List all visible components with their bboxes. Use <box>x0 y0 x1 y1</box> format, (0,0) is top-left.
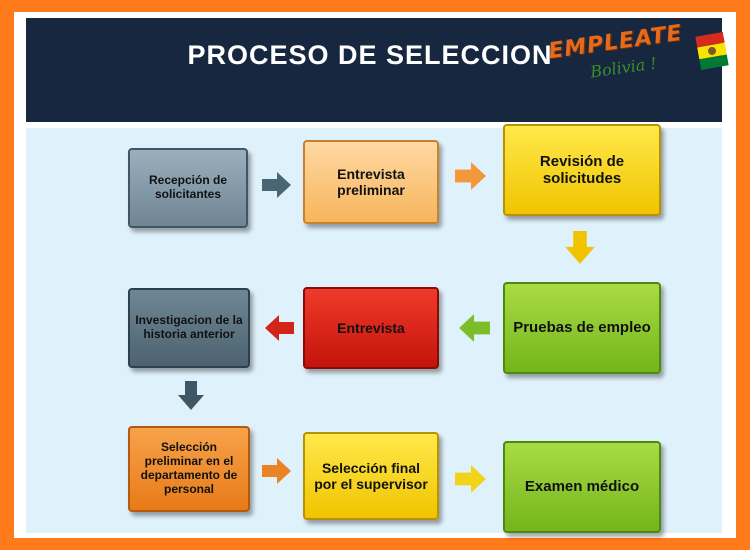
slide-title: PROCESO DE SELECCION <box>187 40 553 70</box>
arrow-right-icon <box>262 172 291 198</box>
step-investigacion: Investigacion de la historia anterior <box>128 288 250 368</box>
step-entrevista: Entrevista <box>303 287 439 369</box>
arrow-left-icon <box>265 315 294 341</box>
arrow-left-icon <box>459 314 490 342</box>
arrow-right-icon <box>455 465 486 493</box>
step-examen-medico: Examen médico <box>503 441 661 533</box>
step-seleccion-final: Selección final por el supervisor <box>303 432 439 520</box>
slide-header <box>26 18 722 122</box>
logo-subtext: Bolivia ! <box>589 53 658 82</box>
arrow-down-icon <box>565 231 595 264</box>
arrow-right-icon <box>455 162 486 190</box>
step-pruebas-empleo: Pruebas de empleo <box>503 282 661 374</box>
step-revision-solicitudes: Revisión de solicitudes <box>503 124 661 216</box>
step-recepcion: Recepción de solicitantes <box>128 148 248 228</box>
bolivia-flag-icon <box>695 31 729 71</box>
step-seleccion-preliminar: Selección preliminar en el departamento … <box>128 426 250 512</box>
arrow-down-icon <box>178 381 204 410</box>
empleate-bolivia-logo: EMPLEATE Bolivia ! <box>547 21 729 88</box>
logo-text: EMPLEATE <box>546 20 685 65</box>
step-entrevista-preliminar: Entrevista preliminar <box>303 140 439 224</box>
arrow-right-icon <box>262 458 291 484</box>
